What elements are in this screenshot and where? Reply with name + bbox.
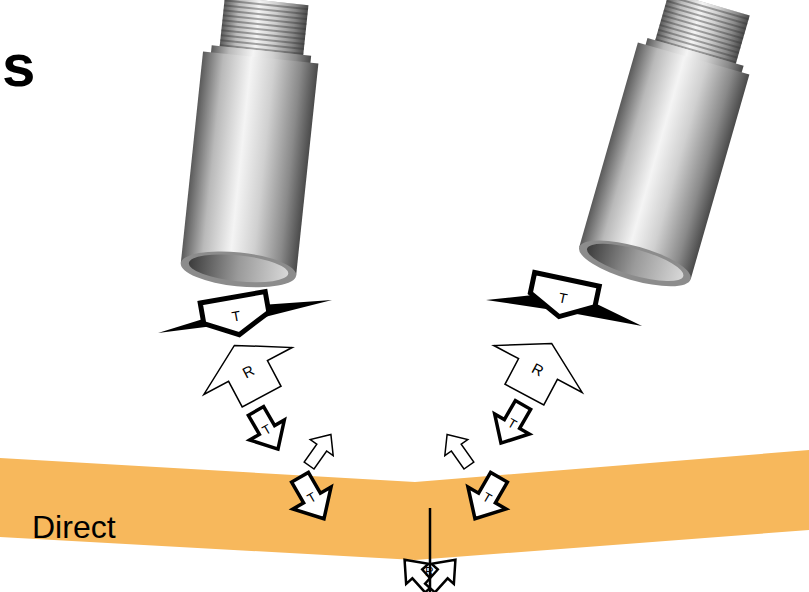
radiation-arrow: R: [480, 320, 596, 418]
sensor-lens-rim: [179, 246, 298, 292]
sensor-body: [181, 51, 319, 275]
hollow-arrow: [436, 426, 481, 473]
hollow-arrow: [298, 426, 343, 473]
reflection-arrow: [419, 550, 467, 592]
sensor-right: [574, 0, 765, 296]
block-arrow: [281, 466, 343, 530]
arrow-letter: R: [425, 566, 434, 578]
detector-arrow: [527, 273, 599, 324]
target-surface: [0, 450, 809, 560]
node-outline: [390, 508, 470, 592]
radiation-arrow: T: [200, 292, 272, 341]
block-arrow: [484, 395, 541, 453]
radiation-arrow: R: [190, 322, 306, 420]
sensor-lens: [584, 236, 687, 289]
sensor-left: [179, 0, 324, 292]
radiation-arrow: R: [390, 508, 470, 592]
block-arrow: [456, 466, 518, 530]
detector-arrow: [200, 292, 272, 341]
surface-label: Direct: [32, 511, 116, 543]
cut-title-text: s: [2, 36, 35, 96]
radiation-arrow: T: [527, 273, 599, 324]
sensor-lens: [187, 250, 289, 286]
block-arrow: [239, 401, 296, 459]
surface-normal: [429, 508, 432, 592]
radiation-arrow: T: [484, 395, 541, 453]
radiation-arrow: T: [239, 401, 296, 459]
block-arrow: [480, 320, 596, 418]
block-arrow: [190, 322, 306, 420]
